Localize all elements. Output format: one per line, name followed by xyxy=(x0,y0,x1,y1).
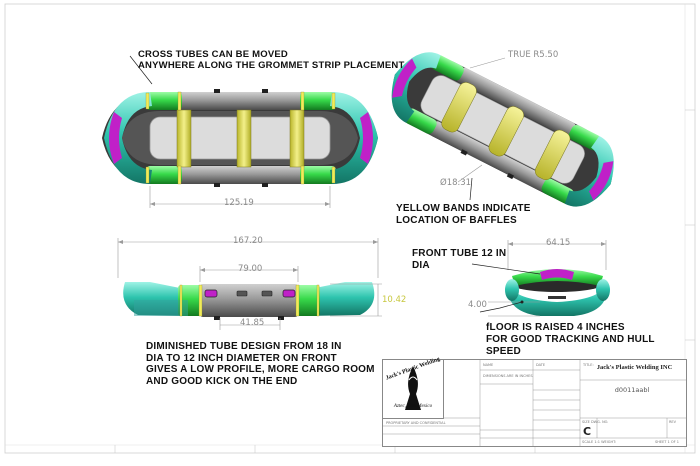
tb-sheet-label: SHEET 1 OF 1 xyxy=(655,440,679,444)
note-dimin-line1: DIMINISHED TUBE DESIGN FROM 18 IN xyxy=(146,341,342,352)
tb-date-label: DATE xyxy=(536,363,546,367)
logo-text-bottom: Aztec, New Mexico xyxy=(393,404,433,409)
tb-scale-label: SCALE 1:1 WEIGHT: xyxy=(582,440,617,444)
raft-front-view xyxy=(505,269,610,316)
dim-front-width: 64.15 xyxy=(546,238,571,248)
note-front-line2: DIA xyxy=(412,260,430,271)
note-cross-tubes-line2: ANYWHERE ALONG THE GROMMET STRIP PLACEME… xyxy=(138,59,405,71)
title-block-grid xyxy=(383,360,686,446)
tb-name-label: NAME xyxy=(483,363,494,367)
note-floor-raised: fLOOR IS RAISED 4 INCHES FOR GOOD TRACKI… xyxy=(486,322,655,358)
note-cross-tubes: CROSS TUBES CAN BE MOVED ANYWHERE ALONG … xyxy=(138,49,405,71)
note-front-tube: FRONT TUBE 12 IN DIA xyxy=(412,248,506,272)
dim-length-total: 167.20 xyxy=(233,236,263,246)
logo-art xyxy=(405,366,421,410)
arrow-heads xyxy=(118,202,606,272)
note-dimin-line4: AND GOOD KICK ON THE END xyxy=(146,375,298,387)
dimension-lines xyxy=(117,57,607,330)
tb-size-label: SIZE DWG. NO. xyxy=(582,420,609,424)
note-yellow-line1: YELLOW BANDS INDICATE xyxy=(396,203,531,214)
tb-rev-label: REV xyxy=(669,420,677,424)
dim-floor-length: 41.85 xyxy=(240,318,265,328)
sheet-size: C xyxy=(583,425,592,438)
note-floor-line1: fLOOR IS RAISED 4 INCHES xyxy=(486,322,625,333)
note-cross-tubes-line1: CROSS TUBES CAN BE MOVED xyxy=(138,49,288,60)
note-floor-line2: FOR GOOD TRACKING AND HULL xyxy=(486,334,655,345)
company-logo: Jack's Plastic Welding Aztec, New Mexico xyxy=(383,356,444,419)
note-diminished-tube: DIMINISHED TUBE DESIGN FROM 18 IN DIA TO… xyxy=(146,341,375,387)
raft-top-view xyxy=(102,89,378,187)
dim-floor-raise: 4.00 xyxy=(468,300,487,310)
note-yellow-bands: YELLOW BANDS INDICATE LOCATION OF BAFFLE… xyxy=(396,203,531,226)
tb-prop-label: PROPRIETARY AND CONFIDENTIAL xyxy=(386,421,446,425)
note-leaders xyxy=(129,55,541,313)
tb-dims-label: DIMENSIONS ARE IN INCHES xyxy=(483,374,533,378)
note-yellow-line2: LOCATION OF BAFFLES xyxy=(396,214,517,226)
note-dimin-line2: DIA TO 12 INCH DIAMETER ON FRONT xyxy=(146,352,337,364)
dim-height: 10.42 xyxy=(382,295,407,305)
tb-title-label: TITLE: xyxy=(583,363,594,367)
title-block: Jack's Plastic Welding Aztec, New Mexico xyxy=(382,356,687,447)
raft-isometric-view xyxy=(391,52,614,207)
raft-side-view xyxy=(123,282,375,320)
note-floor-line3: SPEED xyxy=(486,346,521,357)
dim-width-top: 125.19 xyxy=(224,198,254,208)
dim-diameter: Ø18.31 xyxy=(440,178,472,188)
drawing-number: d0011aabl xyxy=(614,386,650,394)
note-dimin-line3: GIVES A LOW PROFILE, MORE CARGO ROOM xyxy=(146,364,375,375)
note-front-line1: FRONT TUBE 12 IN xyxy=(412,248,507,259)
company-name: Jack's Plastic Welding INC xyxy=(596,364,673,371)
dim-true-radius: TRUE R5.50 xyxy=(508,50,559,60)
dim-length-mid: 79.00 xyxy=(238,264,263,274)
